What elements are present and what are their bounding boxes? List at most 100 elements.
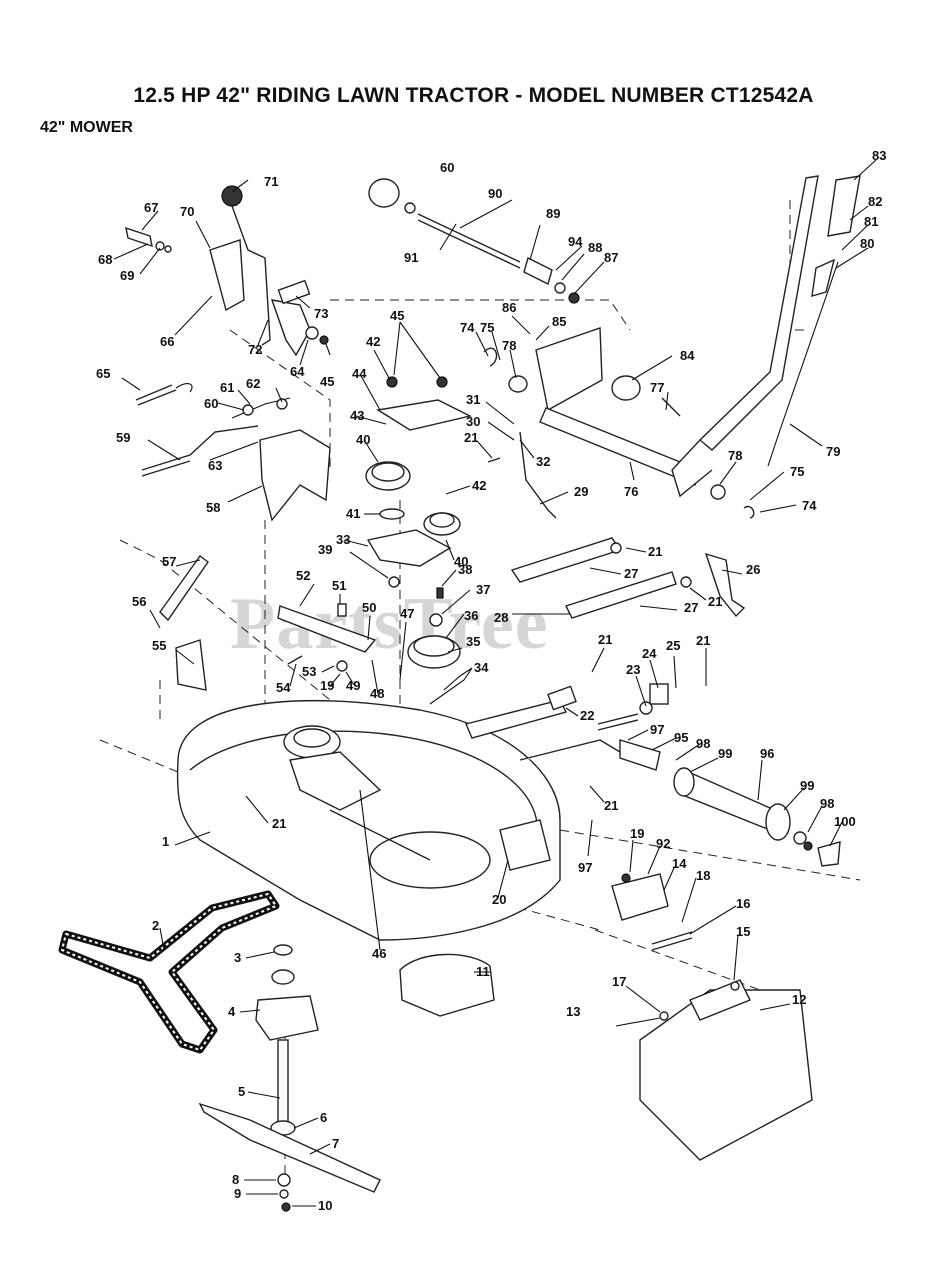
callout-17: 17 — [612, 974, 626, 989]
springs-and-rods-left — [135, 383, 331, 522]
callout-32: 32 — [536, 454, 550, 469]
callout-88: 88 — [588, 240, 602, 255]
callout-67: 67 — [144, 200, 158, 215]
callout-11: 11 — [476, 964, 490, 979]
callout-22: 22 — [580, 708, 594, 723]
callout-24: 24 — [642, 646, 657, 661]
callout-27-upper: 27 — [624, 566, 638, 581]
callout-68: 68 — [98, 252, 112, 267]
section-subtitle: 42" MOWER — [40, 119, 133, 136]
callout-49: 49 — [346, 678, 360, 693]
callout-85: 85 — [552, 314, 566, 329]
callout-12: 12 — [792, 992, 806, 1007]
callout-21-deck: 21 — [272, 816, 286, 831]
callout-23: 23 — [626, 662, 640, 677]
callout-97-upper: 97 — [650, 722, 664, 737]
callout-38: 38 — [458, 562, 472, 577]
callout-92: 92 — [656, 836, 670, 851]
callout-87: 87 — [604, 250, 618, 265]
callout-79: 79 — [826, 444, 840, 459]
callout-5: 5 — [238, 1084, 245, 1099]
front-lift-handle — [661, 175, 861, 519]
callout-75-lower: 75 — [790, 464, 804, 479]
callout-31: 31 — [466, 392, 480, 407]
callout-21-side: 21 — [696, 633, 710, 648]
part-callouts: 1 2 3 4 5 6 7 8 9 10 11 12 13 14 15 16 1… — [96, 148, 886, 1213]
callout-42-lower: 42 — [472, 478, 486, 493]
callout-19-deck: 19 — [320, 678, 334, 693]
callout-45-upper: 45 — [390, 308, 404, 323]
callout-3: 3 — [234, 950, 241, 965]
callout-82: 82 — [868, 194, 882, 209]
callout-50: 50 — [362, 600, 376, 615]
right-upper-linkage — [368, 178, 701, 519]
callout-60-left: 60 — [204, 396, 218, 411]
callout-81: 81 — [864, 214, 878, 229]
callout-40-lower: 40 — [454, 554, 468, 569]
callout-91: 91 — [404, 250, 418, 265]
callout-25: 25 — [666, 638, 680, 653]
callout-57: 57 — [162, 554, 176, 569]
callout-26: 26 — [746, 562, 760, 577]
belt — [58, 890, 280, 1054]
callout-96: 96 — [760, 746, 774, 761]
callout-21-lift: 21 — [464, 430, 478, 445]
callout-76: 76 — [624, 484, 638, 499]
callout-9: 9 — [234, 1186, 241, 1201]
callout-45-left: 45 — [320, 374, 334, 389]
callout-74-lower: 74 — [802, 498, 817, 513]
callout-52: 52 — [296, 568, 310, 583]
mower-deck — [176, 700, 561, 941]
callout-98-upper: 98 — [696, 736, 710, 751]
callout-18: 18 — [696, 868, 710, 883]
callout-21-upper-right: 21 — [648, 544, 662, 559]
callout-99-lower: 99 — [800, 778, 814, 793]
callout-6: 6 — [320, 1110, 327, 1125]
callout-14: 14 — [672, 856, 687, 871]
callout-29: 29 — [574, 484, 588, 499]
callout-80: 80 — [860, 236, 874, 251]
callout-10: 10 — [318, 1198, 332, 1213]
callout-19-bracket: 19 — [630, 826, 644, 841]
callout-13: 13 — [566, 1004, 580, 1019]
callout-51: 51 — [332, 578, 346, 593]
callout-2: 2 — [152, 918, 159, 933]
callout-86: 86 — [502, 300, 516, 315]
callout-78-upper: 78 — [502, 338, 516, 353]
callout-56: 56 — [132, 594, 146, 609]
callout-78-lower: 78 — [728, 448, 742, 463]
callout-65: 65 — [96, 366, 110, 381]
callout-75-upper: 75 — [480, 320, 494, 335]
callout-4: 4 — [228, 1004, 236, 1019]
callout-73: 73 — [314, 306, 328, 321]
callout-83: 83 — [872, 148, 886, 163]
callout-30: 30 — [466, 414, 480, 429]
callout-35: 35 — [466, 634, 480, 649]
callout-94: 94 — [568, 234, 583, 249]
callout-63: 63 — [208, 458, 222, 473]
callout-1: 1 — [162, 834, 169, 849]
callout-54: 54 — [276, 680, 291, 695]
callout-16: 16 — [736, 896, 750, 911]
callout-97-lower: 97 — [578, 860, 592, 875]
callout-42-upper: 42 — [366, 334, 380, 349]
callout-95: 95 — [674, 730, 688, 745]
mid-linkage-bars — [159, 537, 746, 691]
callout-39: 39 — [318, 542, 332, 557]
callout-20: 20 — [492, 892, 506, 907]
callout-90: 90 — [488, 186, 502, 201]
callout-46: 46 — [372, 946, 386, 961]
callout-15: 15 — [736, 924, 750, 939]
callout-8: 8 — [232, 1172, 239, 1187]
callout-33: 33 — [336, 532, 350, 547]
spindle-and-blade — [198, 944, 381, 1212]
callout-64: 64 — [290, 364, 305, 379]
watermark-text: PartsTree — [230, 583, 549, 665]
callout-47: 47 — [400, 606, 414, 621]
upper-mid-assembly — [277, 376, 473, 672]
lower-right-parts — [399, 873, 813, 1161]
right-deck-linkage — [465, 683, 841, 867]
callout-98-lower: 98 — [820, 796, 834, 811]
callout-55: 55 — [152, 638, 166, 653]
